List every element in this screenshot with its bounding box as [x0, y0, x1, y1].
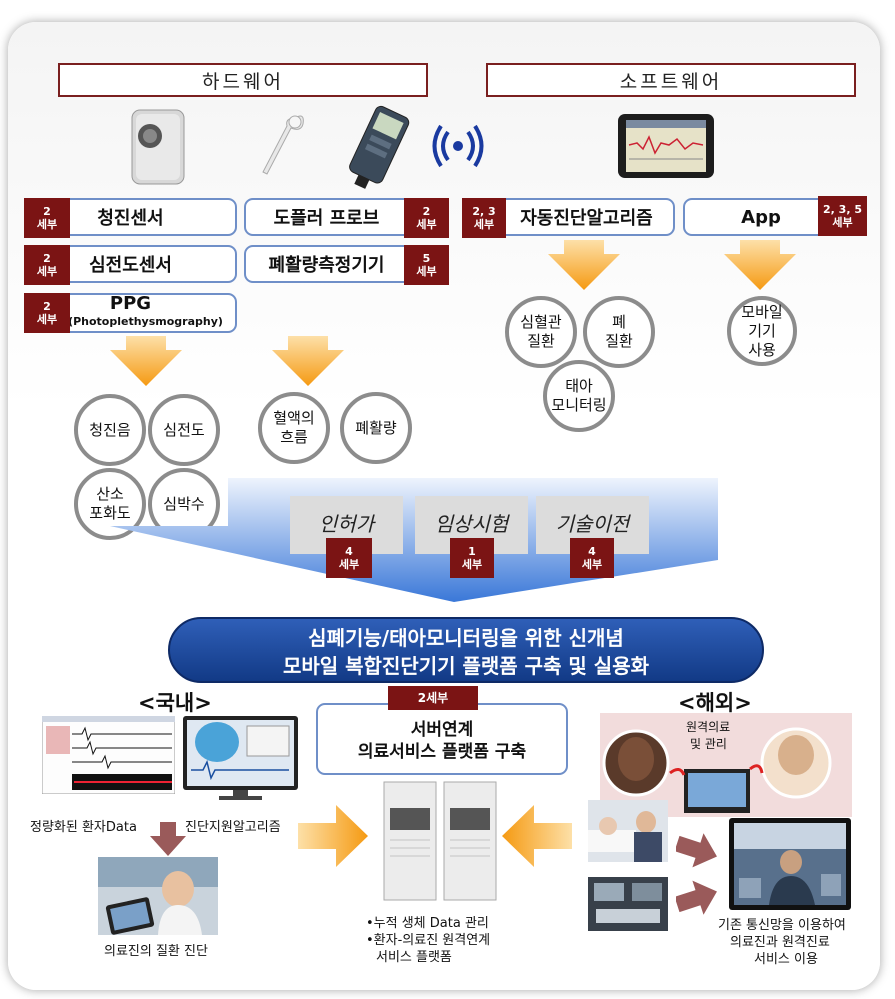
remote-care-label-1: 원격의료 [686, 720, 731, 734]
auto-diagnosis-algorithm-label: 자동진단알고리즘 [520, 208, 653, 229]
ppg-sensor-sublabel: (Photoplethysmography) [68, 315, 223, 328]
spirometer-badge: 5 세부 [404, 245, 449, 285]
arrow-domestic-to-server [298, 805, 368, 867]
software-header: 소프트웨어 [486, 63, 856, 97]
spirometer-label: 폐활량측정기기 [268, 255, 385, 276]
output-cardiovascular-disease: 심혈관 질환 [505, 296, 577, 368]
ppg-sensor-label: PPG [109, 293, 152, 314]
spirometer-image [349, 105, 410, 189]
stethoscope-sensor-badge: 2 세부 [24, 198, 70, 238]
output-oxygen-saturation: 산소 포화도 [74, 468, 146, 540]
domestic-title: <국내> [138, 691, 212, 715]
ecg-sensor-label: 심전도센서 [89, 255, 172, 276]
caption-quantified-data: 정량화된 환자Data [30, 820, 137, 835]
output-ecg: 심전도 [148, 394, 220, 466]
server-bullet-3: 서비스 플랫폼 [376, 950, 452, 965]
arrow-down-hw-left [110, 336, 182, 386]
doctor-tablet-image [98, 857, 218, 935]
stage-clinical-trial-label: 임상시험 [434, 511, 509, 536]
stage-approval-badge: 4 세부 [326, 538, 372, 578]
overseas-caption-3: 서비스 이용 [754, 952, 818, 967]
wireless-signal-icon [432, 124, 484, 168]
goal-line-1: 심폐기능/태아모니터링을 위한 신개념 [308, 626, 624, 650]
arrow-overseas-to-server [502, 805, 572, 867]
output-lung-disease: 폐 질환 [583, 296, 655, 368]
ambulance-interior-image [588, 877, 668, 931]
app-label: App [741, 206, 781, 228]
tablet-image [618, 114, 714, 178]
overseas-caption-1: 기존 통신망을 이용하여 [718, 918, 846, 933]
server-rack-image [383, 781, 497, 901]
server-bullet-2: •환자-의료진 원격연계 [366, 933, 491, 948]
output-fetal-monitoring: 태아 모니터링 [543, 360, 615, 432]
doppler-probe-label: 도플러 프로브 [273, 208, 380, 229]
hardware-header: 하드웨어 [58, 63, 428, 97]
arrow-down-hw-right [272, 336, 344, 386]
stage-clinical-trial-badge: 1 세부 [450, 538, 494, 578]
arrow-down-algorithm [548, 240, 620, 290]
goal-banner: 심폐기능/태아모니터링을 위한 신개념 모바일 복합진단기기 플랫폼 구축 및 … [168, 617, 764, 683]
output-heart-sound: 청진음 [74, 394, 146, 466]
auto-diagnosis-algorithm-badge: 2, 3 세부 [462, 198, 506, 238]
goal-line-2: 모바일 복합진단기기 플랫폼 구축 및 실용화 [282, 654, 649, 678]
arrow-down-to-diagnosis [150, 822, 186, 856]
server-line-1: 서버연계 [410, 720, 474, 740]
overseas-title: <해외> [678, 691, 752, 715]
patient-data-screen-image [42, 716, 175, 794]
output-mobile-device-use: 모바일 기기 사용 [727, 296, 797, 366]
server-line-2: 의료서비스 플랫폼 구축 [357, 742, 527, 762]
ppg-sensor-badge: 2 세부 [24, 293, 70, 333]
doppler-probe-image [262, 115, 304, 175]
doppler-probe-badge: 2 세부 [404, 198, 449, 238]
server-badge: 2세부 [388, 686, 478, 710]
stethoscope-sensor-label: 청진센서 [97, 208, 164, 229]
patient-nurse-image [588, 800, 668, 862]
ecg-sensor-badge: 2 세부 [24, 245, 70, 285]
output-lung-capacity: 폐활량 [340, 392, 412, 464]
stage-tech-transfer-badge: 4 세부 [570, 538, 614, 578]
caption-doctor-diagnosis: 의료진의 질환 진단 [104, 944, 208, 959]
stage-approval-label: 인허가 [318, 511, 375, 536]
overseas-caption-2: 의료진과 원격진료 [730, 935, 830, 950]
stethoscope-sensor-image [131, 109, 185, 185]
app-badge: 2, 3, 5 세부 [818, 196, 867, 236]
server-box: 서버연계 의료서비스 플랫폼 구축 [316, 703, 568, 775]
remote-care-label-2: 및 관리 [690, 737, 727, 751]
video-consultation-image [729, 818, 851, 910]
stage-tech-transfer-label: 기술이전 [555, 511, 630, 536]
arrow-ambulance-to-video [676, 880, 717, 915]
caption-diagnosis-algorithm: 진단지원알고리즘 [185, 820, 281, 835]
output-blood-flow: 혈액의 흐름 [258, 392, 330, 464]
remote-care-image [600, 713, 852, 817]
server-bullet-1: •누적 생체 Data 관리 [366, 916, 489, 931]
diagnosis-algorithm-monitor-image [183, 716, 298, 800]
arrow-nurse-to-video [676, 833, 717, 868]
arrow-down-app [724, 240, 796, 290]
